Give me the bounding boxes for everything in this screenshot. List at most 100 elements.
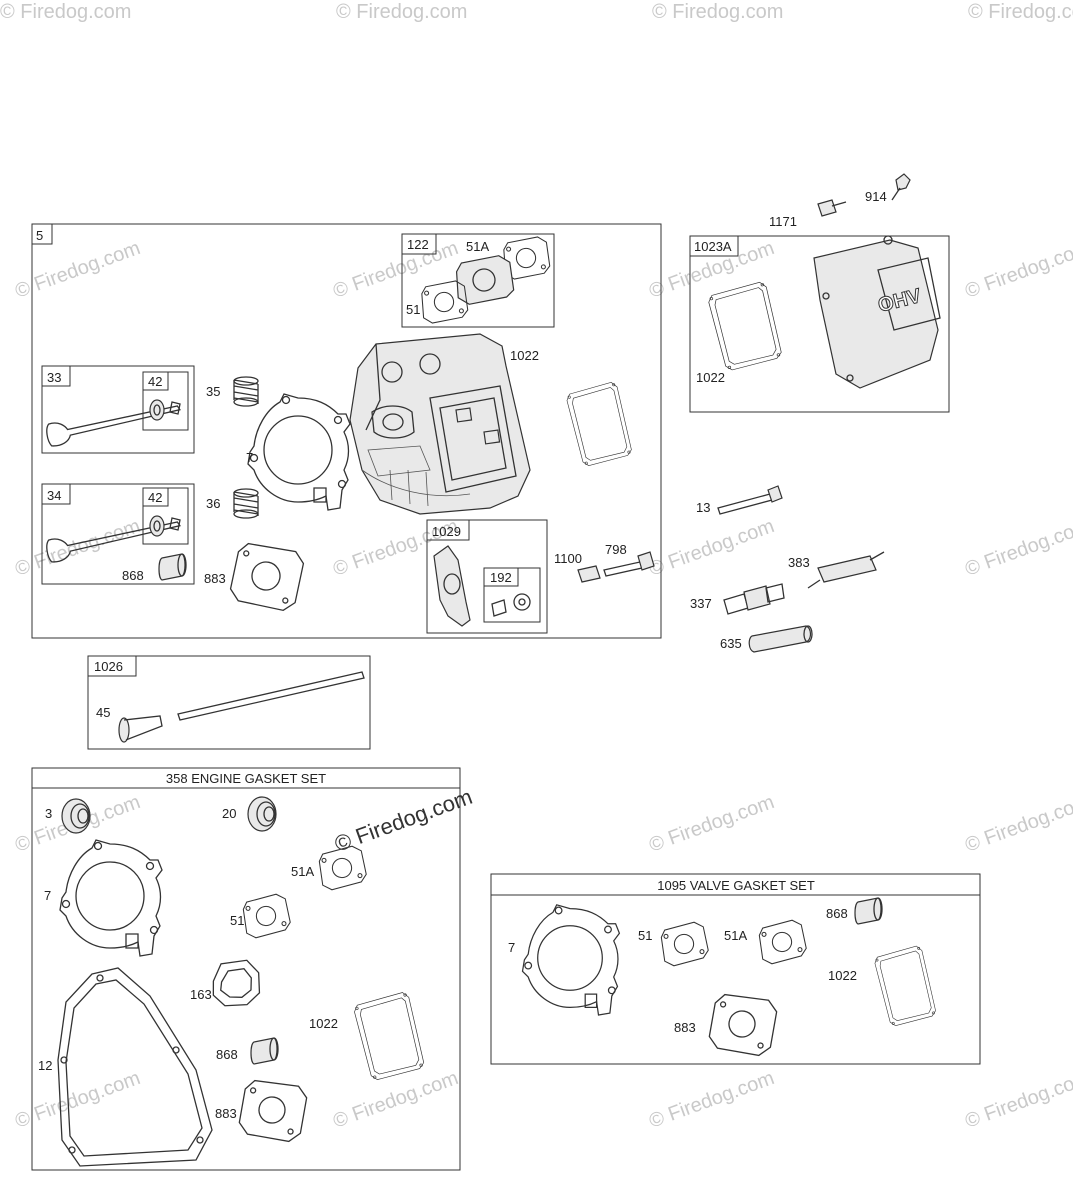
part-163-gasket[interactable] — [209, 959, 263, 1009]
part-42-retainer-b[interactable] — [149, 515, 181, 537]
label-868-g: 868 — [216, 1047, 238, 1062]
part-7-head-gasket[interactable] — [247, 393, 351, 511]
box-122-tag — [401, 233, 437, 255]
part-635-sleeve[interactable] — [748, 625, 813, 653]
box-1095-title: 1095 VALVE GASKET SET — [657, 878, 815, 893]
part-868-sleeve-v[interactable] — [854, 897, 883, 925]
box-358-title: 358 ENGINE GASKET SET — [166, 771, 326, 786]
part-7-head-gasket-g[interactable] — [59, 839, 163, 957]
part-3-seal[interactable] — [61, 798, 91, 834]
box-1023A-label: 1023A — [694, 239, 732, 254]
label-7: 7 — [246, 450, 253, 465]
box-34 — [41, 483, 195, 585]
label-12: 12 — [38, 1058, 52, 1073]
part-13-bolt[interactable] — [717, 485, 783, 515]
label-36: 36 — [206, 496, 220, 511]
label-883-g: 883 — [215, 1106, 237, 1121]
label-35: 35 — [206, 384, 220, 399]
part-42-retainer-a[interactable] — [149, 399, 181, 421]
watermark: © Firedog.com — [646, 515, 777, 581]
label-163: 163 — [190, 987, 212, 1002]
part-883-gasket[interactable] — [228, 540, 305, 612]
watermark: © Firedog.com — [962, 791, 1073, 857]
box-5 — [31, 223, 662, 639]
box-192-tag — [483, 567, 519, 587]
box-34-tag — [41, 483, 71, 505]
box-1029-tag — [426, 519, 470, 541]
label-3: 3 — [45, 806, 52, 821]
box-33-label: 33 — [47, 370, 61, 385]
label-1022-b: 1022 — [696, 370, 725, 385]
label-798: 798 — [605, 542, 627, 557]
part-798-stud[interactable] — [603, 551, 655, 577]
box-1026-label: 1026 — [94, 659, 123, 674]
part-868-sleeve[interactable] — [158, 553, 187, 581]
box-5-label: 5 — [36, 228, 43, 243]
part-192-adjuster[interactable] — [491, 593, 531, 617]
part-914-bolt[interactable] — [891, 173, 911, 201]
part-1171-breather[interactable] — [817, 199, 847, 217]
box-1023A — [689, 235, 950, 413]
part-51A-gasket-v[interactable] — [755, 918, 809, 966]
watermark: © Firedog.com — [962, 1067, 1073, 1133]
part-883-gasket-v[interactable] — [708, 991, 779, 1057]
box-42-b-label: 42 — [148, 490, 162, 505]
part-868-sleeve-g[interactable] — [250, 1037, 279, 1065]
part-7-head-gasket-v[interactable] — [521, 904, 621, 1016]
watermark-large: © Firedog.com — [331, 784, 475, 857]
label-914: 914 — [865, 189, 887, 204]
label-1171: 1171 — [769, 214, 797, 229]
part-1022-cover-gasket-b[interactable] — [706, 280, 784, 373]
watermark: © Firedog.com — [0, 1, 131, 23]
watermark: © Firedog.com — [962, 515, 1073, 581]
part-1026-push-rod[interactable] — [177, 671, 365, 721]
part-1029-rocker-arm[interactable] — [433, 545, 471, 627]
watermark: © Firedog.com — [968, 1, 1073, 23]
box-1023A-tag — [689, 235, 739, 257]
box-33-tag — [41, 365, 71, 387]
label-7-g: 7 — [44, 888, 51, 903]
label-45: 45 — [96, 705, 110, 720]
label-1022-g: 1022 — [309, 1016, 338, 1031]
label-51A-v: 51A — [724, 928, 747, 943]
watermark: © Firedog.com — [962, 237, 1073, 303]
box-1095 — [490, 873, 981, 1065]
label-883-v: 883 — [674, 1020, 696, 1035]
box-1029 — [426, 519, 548, 634]
box-42-a-tag — [142, 371, 169, 391]
part-1022-cover-gasket[interactable] — [564, 380, 634, 468]
label-20: 20 — [222, 806, 236, 821]
label-13: 13 — [696, 500, 710, 515]
label-7-v: 7 — [508, 940, 515, 955]
part-883-gasket-g[interactable] — [238, 1077, 309, 1143]
part-337-spark-plug[interactable] — [723, 583, 785, 615]
box-1026-tag — [87, 655, 137, 677]
part-36-valve-spring[interactable] — [233, 488, 259, 519]
label-635: 635 — [720, 636, 742, 651]
label-868: 868 — [122, 568, 144, 583]
part-1022-gasket-g[interactable] — [352, 990, 426, 1082]
label-51A-g: 51A — [291, 864, 314, 879]
part-12-crankcase-gasket[interactable] — [57, 967, 213, 1167]
watermark: © Firedog.com — [652, 1, 783, 23]
label-1022-v: 1022 — [828, 968, 857, 983]
label-383: 383 — [788, 555, 810, 570]
box-1026 — [87, 655, 371, 750]
part-383-plug-boot[interactable] — [807, 551, 885, 589]
part-35-valve-spring[interactable] — [233, 376, 259, 407]
label-1100: 1100 — [554, 551, 582, 566]
part-1023A-valve-cover[interactable]: OHV — [813, 235, 941, 389]
part-51-gasket-v[interactable] — [657, 920, 711, 968]
part-20-seal[interactable] — [247, 796, 277, 832]
part-51-gasket-g[interactable] — [239, 892, 293, 940]
watermark: © Firedog.com — [646, 1067, 777, 1133]
label-51-v: 51 — [638, 928, 652, 943]
watermark: © Firedog.com — [330, 1067, 461, 1133]
part-1100-guide-plate[interactable] — [577, 565, 601, 583]
part-122-intake-spacer[interactable] — [453, 254, 515, 305]
part-cylinder-head[interactable] — [349, 333, 531, 515]
part-45-tappet[interactable] — [118, 715, 163, 743]
part-1022-gasket-v[interactable] — [872, 944, 938, 1028]
box-358 — [31, 767, 461, 1171]
